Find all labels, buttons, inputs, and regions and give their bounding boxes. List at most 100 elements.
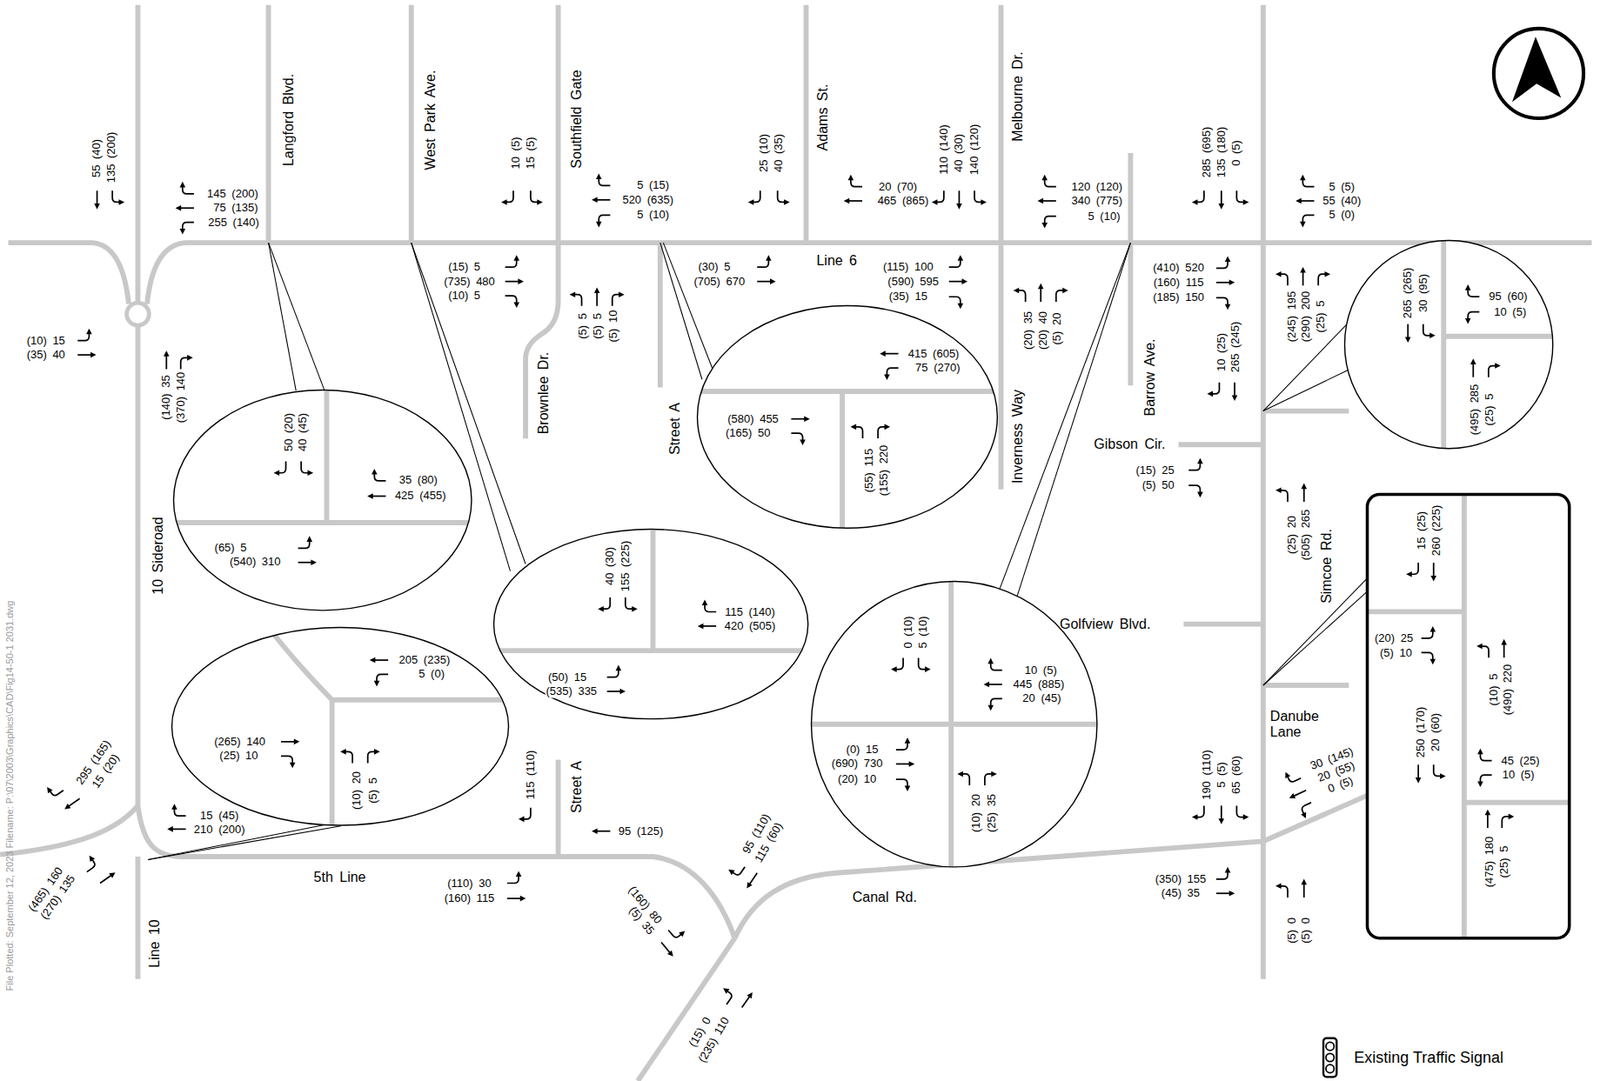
traffic-volume: 5 (10) [635,208,670,222]
turn-arrow [1282,767,1301,785]
arrow-stem [1433,765,1441,777]
traffic-volume: 75 (270) [914,361,961,375]
arrow-head [1508,814,1515,821]
traffic-volume: (10) 20 [970,793,984,834]
street-name: Canal Rd. [851,890,918,906]
road [328,700,335,827]
arrow-head [1287,793,1296,802]
street-name: 10 Sideroad [150,516,167,596]
turn-arrow [1301,879,1308,898]
arrow-head [1430,626,1437,633]
arrow-head [62,803,71,812]
turn-arrow [877,424,891,439]
arrow-stem [172,828,187,831]
turn-arrow [896,761,915,768]
arrow-head [746,990,755,999]
arrow-head [615,665,623,672]
turn-arrow [518,808,531,823]
traffic-volume: 205 (235) [398,653,452,667]
turn-arrow [957,771,970,786]
arrow-head [961,278,968,285]
arrow-stem [883,353,898,355]
arrow-stem [344,751,352,764]
leader-line [1263,368,1351,411]
arrow-head [373,681,380,688]
arrow-stem [1236,190,1244,202]
arrow-head [1041,222,1048,229]
arrow-stem [1467,289,1480,297]
turn-arrow [595,173,610,186]
arrow-head [371,468,378,475]
inset-roads [175,390,470,523]
inset-outline [696,306,998,529]
arrow-stem [1220,190,1223,205]
arrow-stem [742,997,750,1009]
arrow-head [667,950,676,959]
arrow-head [957,303,965,310]
turn-arrow [956,190,963,209]
traffic-volume: 445 (885) [1012,677,1066,691]
turn-arrow [659,940,677,959]
road [1183,622,1263,628]
turn-arrow [790,433,805,446]
arrow-head [1415,777,1422,784]
arrow-stem [596,199,611,201]
turn-arrow [77,328,92,342]
arrow-stem [607,690,622,693]
north-arrow [1493,28,1584,119]
traffic-volume: (55) 115 [863,447,877,493]
traffic-volume: 5 (10) [917,615,931,650]
street-name: Danube Lane [1269,708,1327,741]
signal-lamp [1325,1042,1334,1051]
traffic-volume: (10) 5 [447,289,482,303]
inset-ellipse: 0 (10)5 (10)10 (5)445 (885)20 (45)(0) 15… [808,578,1100,871]
turn-arrow [505,278,524,285]
turn-arrow [1216,280,1235,287]
arrow-stem [506,190,514,202]
arrow-stem [1233,382,1236,397]
inset-roads [494,530,809,651]
inset-ellipse: 50 (20)40 (45)35 (80)425 (455)(65) 5(540… [170,387,476,614]
inset-background [1345,241,1554,449]
turn-arrow [1423,324,1436,339]
turn-arrow [62,796,81,812]
inset-ellipse: 265 (265)30 (95)95 (60)10 (5)(495) 285(2… [1341,237,1556,452]
arrow-stem [612,294,620,307]
turn-arrow [1013,287,1026,302]
turn-arrow [281,738,300,745]
traffic-volume: 55 (40) [90,138,104,179]
arrow-head [175,205,182,212]
turn-arrow [1041,216,1056,229]
arrow-head [765,254,772,262]
arrow-head [1470,359,1477,366]
arrow-head [1299,174,1306,181]
traffic-volume: 35 (80) [398,474,439,488]
arrow-stem [704,604,717,612]
arrow-head [597,606,604,613]
arrow-head [1225,304,1232,311]
traffic-volume: (245) 195 [1285,289,1299,343]
turn-arrow [1477,749,1492,762]
traffic-volume: 75 (135) [212,201,259,215]
traffic-volume: 65 (60) [1230,755,1244,796]
arrow-head [310,559,317,566]
turn-arrow [80,854,99,873]
turn-arrow [744,871,760,891]
traffic-volume: (5) 20 [1051,311,1065,346]
arrow-head [850,424,857,431]
traffic-volume: (505) 265 [1299,508,1313,562]
traffic-volume: 260 (225) [1430,504,1444,558]
turn-arrow [949,296,964,309]
traffic-volume: 10 (25) [1214,332,1228,373]
arrow-head [119,199,126,206]
arrow-head [924,666,931,673]
traffic-volume: (690) 730 [830,757,884,771]
turn-arrow [1216,890,1235,898]
traffic-volume: (140) 35 [160,374,174,422]
arrow-stem [661,943,670,954]
traffic-volume: 40 (30) [603,546,617,587]
arrow-stem [530,190,538,202]
arrow-head [595,221,603,228]
traffic-volume: (540) 310 [228,555,282,570]
turn-arrow [1191,190,1205,205]
